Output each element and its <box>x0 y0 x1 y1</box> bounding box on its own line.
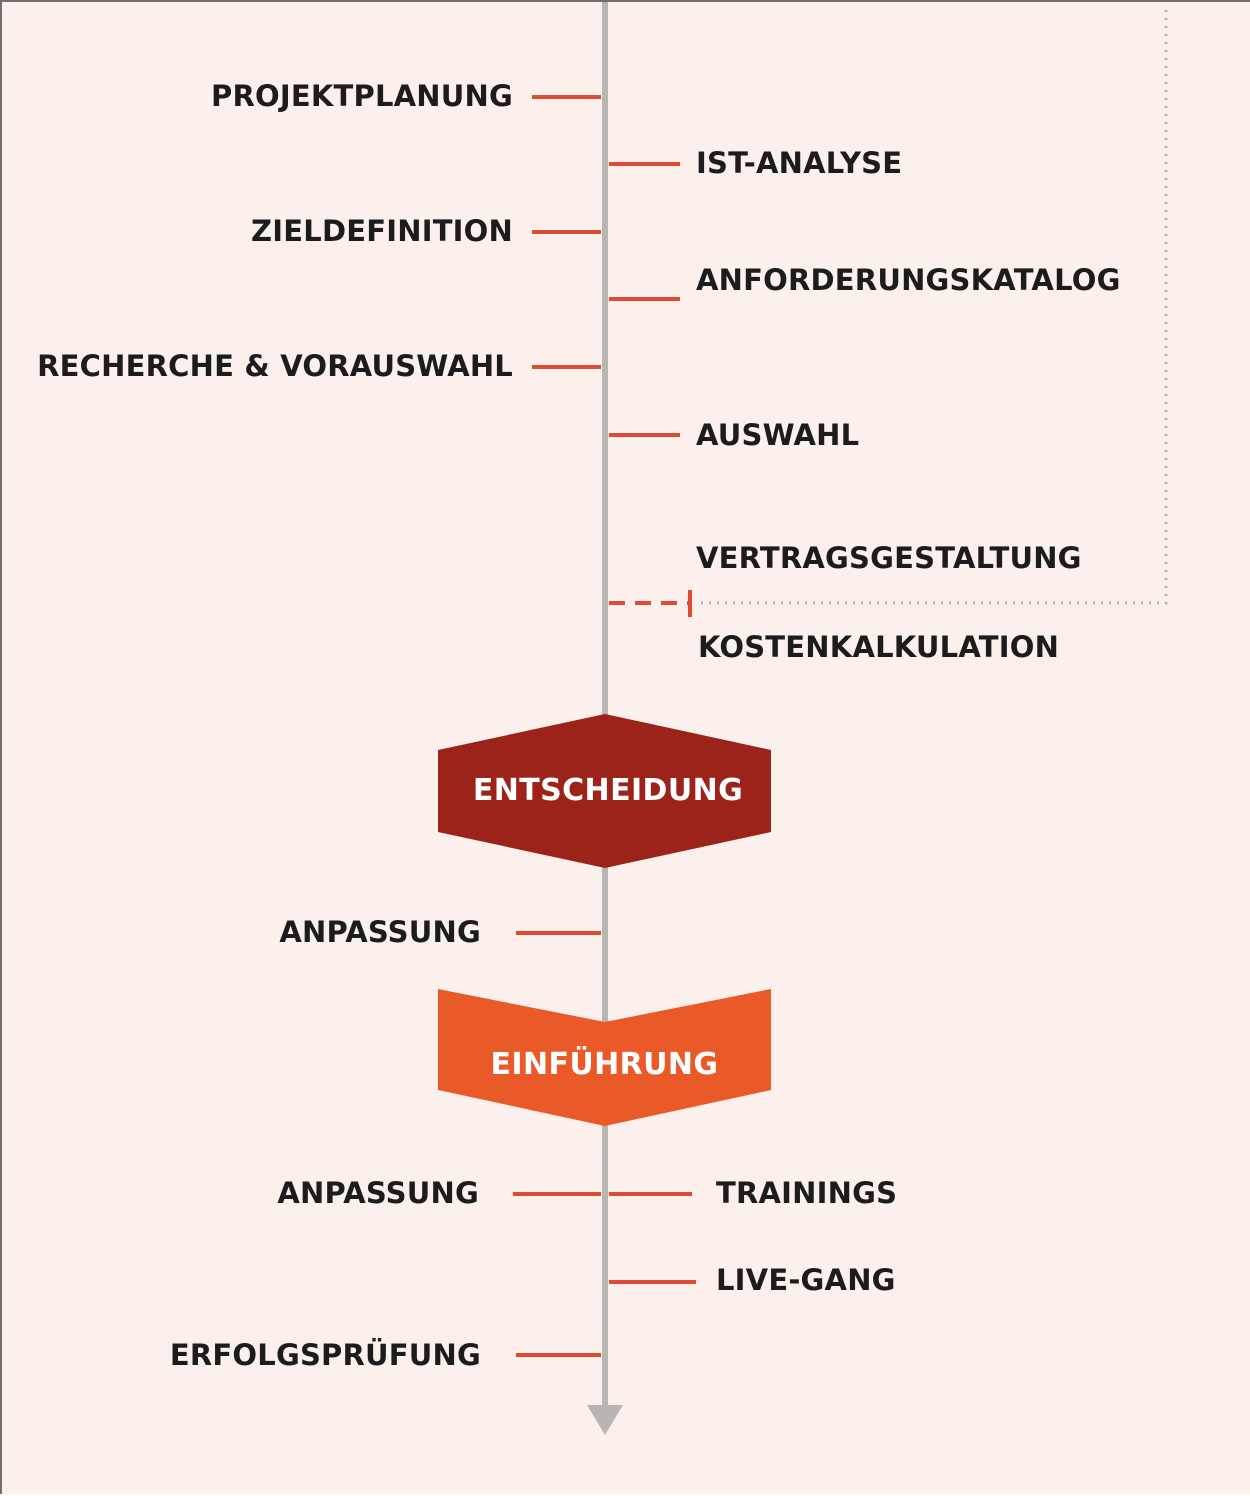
entscheidung-shape <box>438 714 771 868</box>
label-anforderungskatalog: ANFORDERUNGSKATALOG <box>696 263 1121 297</box>
label-anpassung-2: ANPASSUNG <box>277 1176 479 1210</box>
label-ist-analyse: IST-ANALYSE <box>696 146 903 180</box>
label-entscheidung: ENTSCHEIDUNG <box>472 773 744 808</box>
label-projektplanung: PROJEKTPLANUNG <box>211 79 513 113</box>
label-live-gang: LIVE-GANG <box>716 1263 896 1297</box>
label-zieldefinition: ZIELDEFINITION <box>251 214 513 248</box>
label-anpassung-1: ANPASSUNG <box>279 915 481 949</box>
label-recherche-vorauswahl: RECHERCHE & VORAUSWAHL <box>37 349 513 383</box>
label-vertragsgestaltung: VERTRAGSGESTALTUNG <box>696 541 1082 575</box>
dotted-bracket <box>696 10 1168 605</box>
label-kostenkalkulation: KOSTENKALKULATION <box>698 630 1060 664</box>
label-auswahl: AUSWAHL <box>696 418 860 452</box>
timeline-arrowhead <box>587 1405 623 1435</box>
label-trainings: TRAININGS <box>716 1176 898 1210</box>
label-einfuehrung: EINFÜHRUNG <box>490 1047 719 1082</box>
label-erfolgspruefung: ERFOLGSPRÜFUNG <box>169 1338 481 1372</box>
einfuehrung-shape <box>438 989 771 1126</box>
